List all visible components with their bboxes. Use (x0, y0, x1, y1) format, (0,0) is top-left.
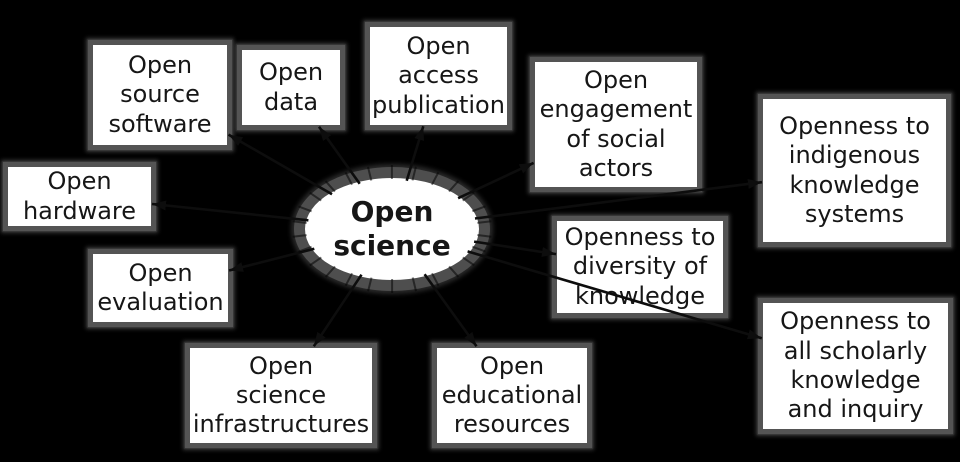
node-label-line: Open (258, 58, 324, 87)
node-label-line: educational (441, 380, 583, 409)
node-label-line: Openness to (780, 307, 931, 336)
node-label-line: and inquiry (787, 395, 924, 424)
node-label-line: Open (127, 51, 193, 80)
node-label-line: hardware (22, 196, 137, 225)
node-label-line: knowledge (790, 366, 921, 394)
node-label-line: Open (406, 32, 471, 61)
node-label-line: knowledge (574, 281, 706, 310)
node-label-line: Openness to (779, 111, 930, 140)
node-label-line: resources (453, 410, 571, 439)
node-label-line: actors (578, 153, 654, 182)
node-label-line: evaluation (97, 288, 224, 316)
node-label-line: Open (128, 258, 193, 287)
node-label-line: indigenous (788, 141, 921, 170)
node-label-line: Open (583, 65, 649, 94)
node-label-line: Open (479, 351, 545, 380)
node-label-line: Open (47, 167, 112, 196)
node-label-line: publication (372, 90, 505, 119)
node-label-line: infrastructures (192, 410, 370, 439)
node-label-line: diversity of (572, 252, 708, 281)
node-label-line: Openness to (564, 223, 716, 252)
node-label-line: of social (566, 124, 666, 153)
center-node-label: Open science (333, 194, 451, 262)
node-label-line: software (108, 109, 212, 138)
node-label-line: knowledge (789, 170, 920, 199)
node-label-line: engagement (539, 95, 693, 124)
node-label-line: Open (248, 351, 314, 380)
center-node-open-science: Open science (294, 167, 490, 291)
node-label-line: science (235, 380, 327, 409)
node-label-line: data (263, 87, 319, 116)
node-label-line: source (120, 80, 200, 109)
node-label-line: access (398, 61, 479, 90)
node-label-line: all scholarly (783, 336, 928, 365)
node-label-line: systems (804, 199, 905, 228)
